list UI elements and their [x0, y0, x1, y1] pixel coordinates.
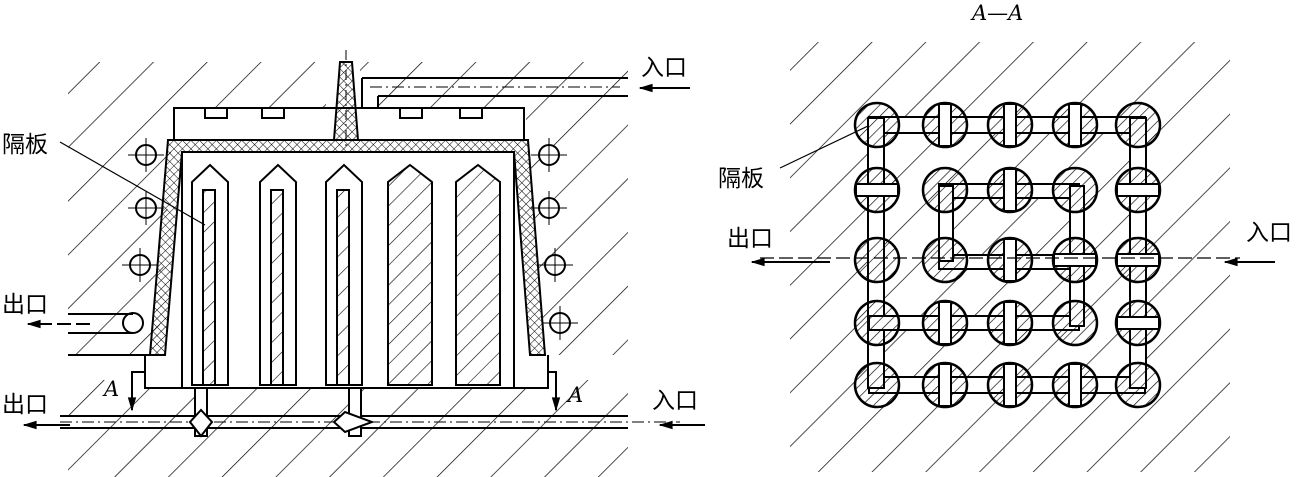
- baffle-plates: [855, 103, 1160, 407]
- mold-upper-hatch-right: [360, 62, 628, 355]
- left-section-view: 入口 出口 出口 入口 A: [2, 50, 705, 477]
- fin-2: [259, 163, 297, 386]
- partition-label-left: 隔板: [2, 132, 48, 158]
- sprue: [332, 61, 360, 141]
- bottom-fittings: [188, 387, 375, 438]
- section-title: A—A: [970, 1, 1023, 25]
- fin-1: [191, 163, 229, 386]
- section-mark-left: A: [102, 377, 119, 401]
- section-marks: [127, 371, 561, 412]
- channel-circles: [853, 101, 1162, 409]
- hole-centerlines: [122, 138, 578, 340]
- partition-leader-right: [779, 125, 869, 169]
- partition-leader-left: [59, 141, 206, 226]
- left-outlet-pipe: [68, 313, 150, 356]
- baffle-fins: [191, 163, 501, 386]
- inlet-bottom-label: 入口: [652, 388, 698, 414]
- fin-5: [455, 163, 501, 386]
- inlet-label-right-view: 入口: [1246, 220, 1292, 246]
- right-section-view: A—A: [718, 1, 1292, 472]
- outlet-left-label: 出口: [2, 292, 48, 318]
- partition-label-right: 隔板: [718, 166, 764, 192]
- top-inlet-pipe: [361, 77, 628, 108]
- inlet-top-label: 入口: [641, 55, 687, 81]
- outlet-label-right-view: 出口: [727, 226, 773, 252]
- fin-3: [325, 163, 363, 386]
- plate-slots: [204, 107, 483, 119]
- fin-4: [387, 163, 433, 386]
- section-mark-right: A: [566, 383, 583, 407]
- outlet-bottom-label: 出口: [2, 392, 48, 418]
- mold-upper-hatch: [68, 62, 326, 355]
